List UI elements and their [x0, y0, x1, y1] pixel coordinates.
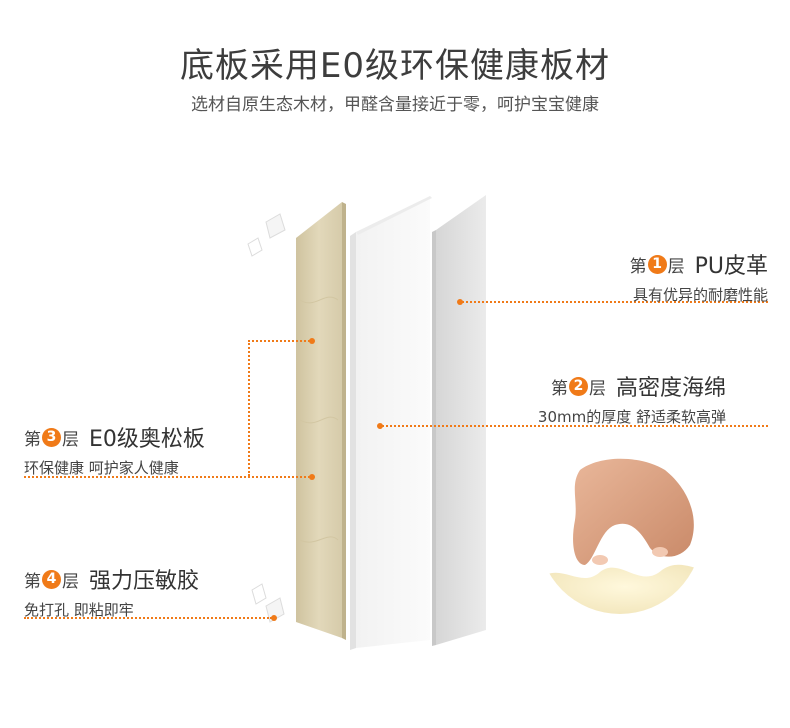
layer-name: PU皮革 [694, 254, 768, 279]
foam-layer [350, 196, 432, 650]
sponge-press-image [538, 450, 702, 614]
pointer-line-1 [462, 301, 768, 303]
layer-2-label: 第 2 层 高密度海绵 30mm的厚度 舒适柔软高弹 [538, 370, 726, 427]
pointer-line-4 [24, 617, 272, 619]
pointer-dot-3 [309, 338, 315, 344]
layer-description: 具有优异的耐磨性能 [632, 286, 768, 304]
layer-name: E0级奥松板 [89, 427, 205, 452]
glue-tab-shapes [247, 213, 286, 623]
layer-1-label: 第 1 层 PU皮革 具有优异的耐磨性能 [630, 248, 768, 305]
pointer-line-3-vertical [248, 340, 250, 476]
page-title: 底板采用E0级环保健康板材 [179, 46, 611, 86]
layer-name: 强力压敏胶 [89, 569, 200, 594]
layer-description: 环保健康 呵护家人健康 [24, 459, 179, 477]
pointer-dot-1 [457, 299, 463, 305]
layer-3-label: 第 3 层 E0级奥松板 环保健康 呵护家人健康 [24, 421, 205, 478]
pointer-dot-4 [271, 615, 277, 621]
layer-description: 30mm的厚度 舒适柔软高弹 [537, 408, 726, 426]
page-subtitle: 选材自原生态木材，甲醛含量接近于零，呵护宝宝健康 [191, 95, 599, 115]
pointer-dot-3b [309, 474, 315, 480]
layer-description: 免打孔 即粘即牢 [24, 601, 134, 619]
pointer-line-2 [382, 425, 768, 427]
wood-board-layer [296, 202, 346, 640]
layer-number-badge: 4 [42, 569, 61, 589]
layer-number-badge: 2 [568, 376, 588, 396]
layer-number-badge: 3 [42, 427, 61, 447]
layer-4-label: 第 4 层 强力压敏胶 免打孔 即粘即牢 [24, 563, 199, 620]
layer-name: 高密度海绵 [615, 376, 726, 401]
pointer-dot-2 [377, 423, 383, 429]
layer-number-badge: 1 [647, 254, 667, 274]
pointer-line-3-top [248, 340, 310, 342]
pointer-line-3-bottom [24, 476, 310, 478]
leather-layer [432, 195, 486, 646]
